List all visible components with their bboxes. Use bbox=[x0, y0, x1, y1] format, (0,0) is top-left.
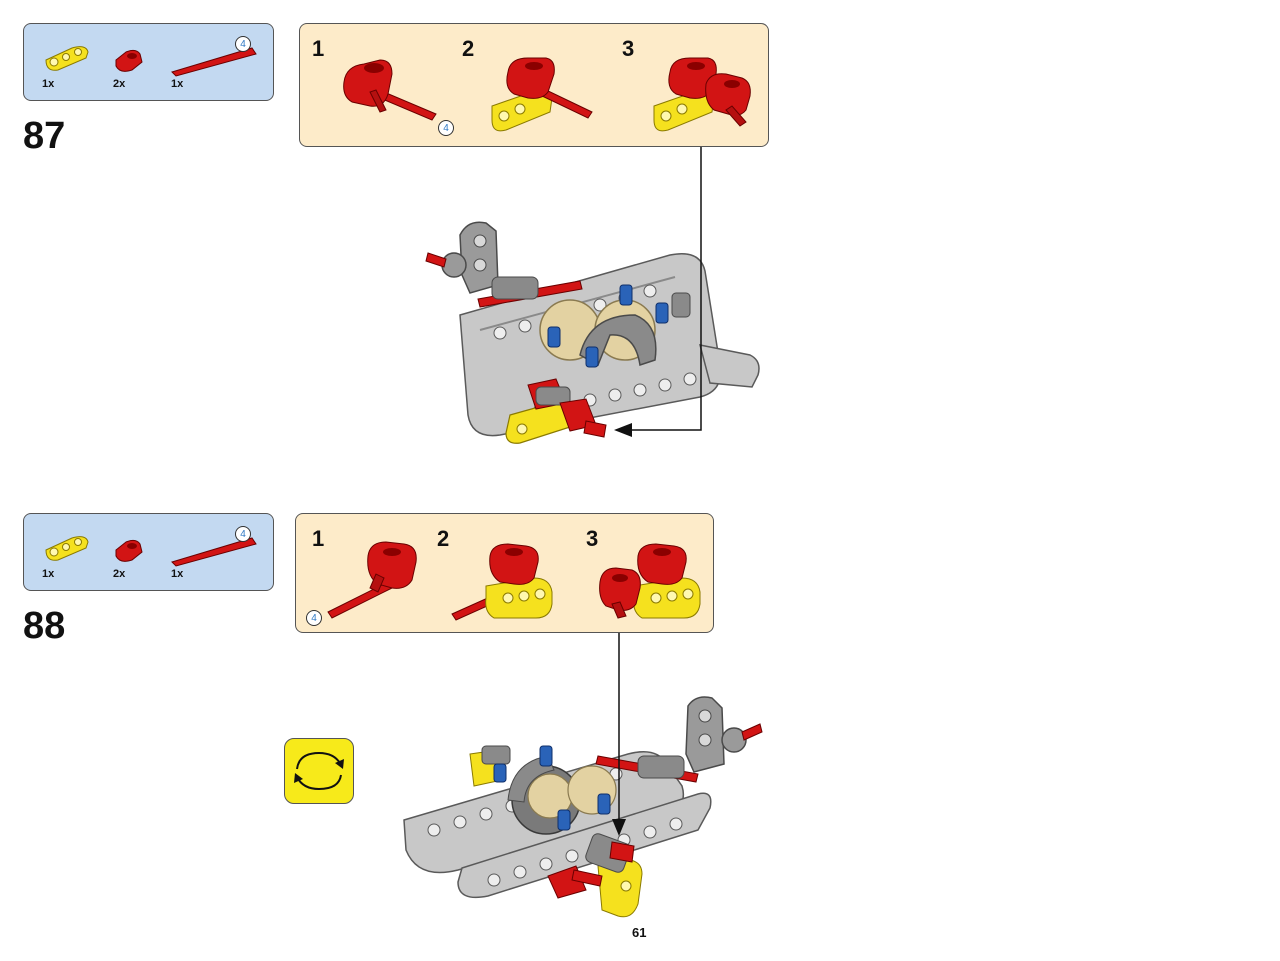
yellow-beam-piece-icon bbox=[45, 46, 89, 71]
substep-2-illustration bbox=[451, 543, 553, 621]
part-quantity: 2x bbox=[113, 568, 126, 580]
substep-number: 1 bbox=[312, 36, 325, 61]
part-quantity: 1x bbox=[42, 568, 55, 580]
model-illustration-88 bbox=[403, 696, 763, 918]
axle-length-badge: 4 bbox=[438, 120, 454, 136]
part-quantity: 1x bbox=[42, 78, 55, 90]
rotate-arrows-icon bbox=[294, 751, 344, 791]
subassembly-box-87: 1 2 3 4 bbox=[299, 23, 769, 147]
axle-length-badge: 4 bbox=[235, 36, 251, 52]
yellow-beam-piece-icon bbox=[45, 536, 89, 561]
step-number: 87 bbox=[23, 115, 66, 157]
red-axle-piece-icon bbox=[171, 47, 257, 77]
substep-2-illustration bbox=[491, 57, 593, 132]
substep-3-illustration bbox=[599, 543, 701, 619]
step-number: 88 bbox=[23, 605, 66, 647]
red-connector-piece-icon bbox=[115, 539, 143, 562]
substep-3-illustration bbox=[653, 57, 751, 132]
subassembly-box-88: 1 2 3 4 bbox=[295, 513, 714, 633]
substep-number: 2 bbox=[437, 526, 450, 551]
callout-arrow-87 bbox=[628, 147, 702, 431]
substep-number: 1 bbox=[312, 526, 325, 551]
axle-length-badge: 4 bbox=[235, 526, 251, 542]
substep-number: 3 bbox=[622, 36, 635, 61]
red-axle-piece-icon bbox=[171, 537, 257, 567]
substep-number: 2 bbox=[462, 36, 475, 61]
substep-number: 3 bbox=[586, 526, 599, 551]
page-number: 61 bbox=[632, 925, 647, 940]
part-quantity: 2x bbox=[113, 78, 126, 90]
red-connector-piece-icon bbox=[115, 49, 143, 72]
parts-list-87: 1x 2x 4 1x bbox=[23, 23, 274, 101]
arrow-head-icon bbox=[612, 819, 626, 836]
rotate-model-icon bbox=[284, 738, 354, 804]
parts-list-88: 1x 2x 4 1x bbox=[23, 513, 274, 591]
substep-1-illustration bbox=[327, 541, 417, 619]
axle-length-badge: 4 bbox=[306, 610, 322, 626]
substep-1-illustration bbox=[343, 59, 437, 121]
model-illustration-87 bbox=[425, 221, 760, 444]
arrow-head-icon bbox=[614, 423, 632, 437]
part-quantity: 1x bbox=[171, 568, 184, 580]
part-quantity: 1x bbox=[171, 78, 184, 90]
